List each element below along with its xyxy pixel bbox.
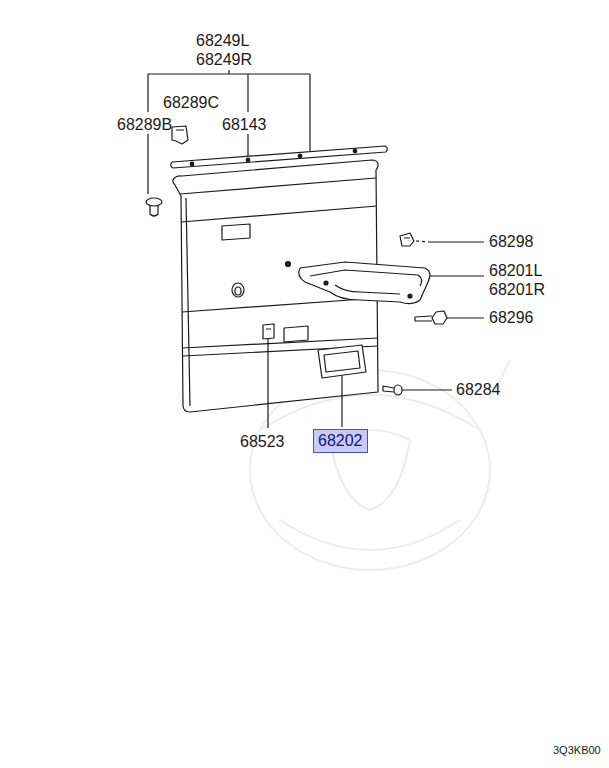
clip [172, 126, 188, 144]
callout-number: 68249R [196, 51, 252, 69]
callout-number: 68523 [240, 433, 285, 451]
leader-line [430, 241, 484, 242]
callout-number: 68284 [456, 381, 501, 399]
diagram-code: 3Q3KB00 [553, 744, 601, 757]
callout-number: 68296 [489, 309, 534, 327]
callout-number: 68289B [117, 116, 172, 134]
armrest-handle [299, 262, 430, 304]
clip-pin [146, 198, 162, 216]
callout-number: 68202 [318, 432, 367, 450]
callout-number: 68201R [489, 281, 545, 299]
leader-line [402, 389, 452, 390]
leader-line [341, 376, 342, 427]
clip [400, 233, 414, 246]
callout-number: 68289C [163, 94, 219, 112]
pull-pocket [318, 345, 366, 378]
callout-number: 68201L [489, 262, 542, 280]
callout-number: 68143 [222, 116, 267, 134]
highlighted-callout: 68202 [313, 429, 368, 453]
callout-number: 68249L [196, 32, 249, 50]
callout-number: 68298 [489, 233, 534, 251]
leader-line [416, 241, 430, 242]
leader-line [447, 317, 484, 318]
leader-line [267, 339, 268, 428]
clip [263, 324, 274, 339]
bolt [415, 311, 447, 324]
leader-line [430, 275, 484, 276]
screw [383, 385, 402, 395]
